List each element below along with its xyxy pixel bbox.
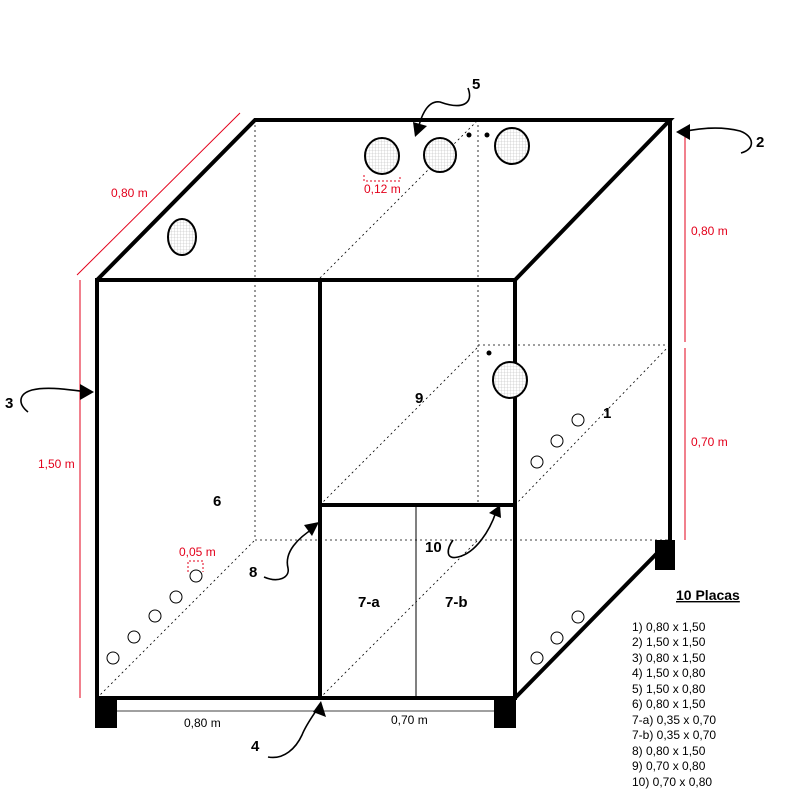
arrow-4: [267, 707, 319, 759]
small-hole: [550, 631, 564, 645]
arrow-5: [417, 87, 471, 131]
small-hole: [571, 413, 585, 427]
panel-label-9: 9: [415, 390, 423, 407]
panel-label-8: 8: [249, 564, 257, 581]
vent-hole: [167, 218, 197, 256]
dim-height-left: 1,50 m: [38, 457, 75, 471]
small-hole: [169, 590, 183, 604]
cabinet-outline: [95, 118, 675, 700]
dim-height-upper: 0,80 m: [691, 224, 728, 238]
cable-holes: [106, 413, 585, 665]
dim-width-left: 0,80 m: [184, 716, 221, 730]
panel-label-2: 2: [756, 134, 764, 151]
parts-legend: 10 Placas 1) 0,80 x 1,50 2) 1,50 x 1,50 …: [632, 587, 740, 789]
dim-height-lower: 0,70 m: [691, 435, 728, 449]
panel-label-7a: 7-a: [358, 594, 380, 611]
small-hole: [550, 434, 564, 448]
legend-item: 3) 0,80 x 1,50: [632, 651, 706, 665]
small-hole: [530, 455, 544, 469]
legend-item: 5) 1,50 x 0,80: [632, 682, 706, 696]
vent-hole: [492, 361, 528, 399]
small-hole: [148, 609, 162, 623]
panel-label-6: 6: [213, 493, 221, 510]
small-hole: [530, 651, 544, 665]
legend-item: 10) 0,70 x 0,80: [632, 775, 712, 789]
legend-item: 7-b) 0,35 x 0,70: [632, 728, 716, 742]
arrow-2: [681, 127, 753, 154]
cabinet-feet: [95, 540, 675, 728]
vent-hole: [364, 137, 400, 175]
small-hole: [106, 651, 120, 665]
dim-width-right: 0,70 m: [391, 713, 428, 727]
legend-title: 10 Placas: [676, 587, 740, 603]
arrow-10: [447, 511, 497, 559]
panel-label-10: 10: [425, 539, 442, 556]
legend-item: 2) 1,50 x 1,50: [632, 635, 706, 649]
small-hole: [571, 610, 585, 624]
legend-item: 1) 0,80 x 1,50: [632, 620, 706, 634]
panel-label-3: 3: [5, 395, 13, 412]
legend-item: 4) 1,50 x 0,80: [632, 666, 706, 680]
panel-label-4: 4: [251, 738, 260, 755]
arrow-8: [263, 527, 315, 581]
vent-hole: [494, 127, 530, 165]
dim-depth-top: 0,80 m: [111, 186, 148, 200]
dimension-lines: [76, 112, 686, 698]
dim-hole-large: 0,12 m: [364, 182, 401, 196]
small-hole: [189, 569, 203, 583]
legend-item: 8) 0,80 x 1,50: [632, 744, 706, 758]
legend-item: 7-a) 0,35 x 0,70: [632, 713, 716, 727]
small-hole: [127, 630, 141, 644]
pointer-arrows: [20, 87, 753, 759]
panel-label-1: 1: [603, 405, 611, 422]
vent-holes: [167, 127, 530, 399]
dim-hole-small: 0,05 m: [179, 545, 216, 559]
legend-item: 6) 0,80 x 1,50: [632, 697, 706, 711]
legend-item: 9) 0,70 x 0,80: [632, 759, 706, 773]
cable-dots: [466, 132, 492, 356]
panel-label-5: 5: [472, 76, 480, 93]
panel-label-7b: 7-b: [445, 594, 468, 611]
vent-hole: [423, 137, 457, 173]
arrow-heads: [80, 122, 690, 717]
arrow-3: [20, 387, 89, 413]
